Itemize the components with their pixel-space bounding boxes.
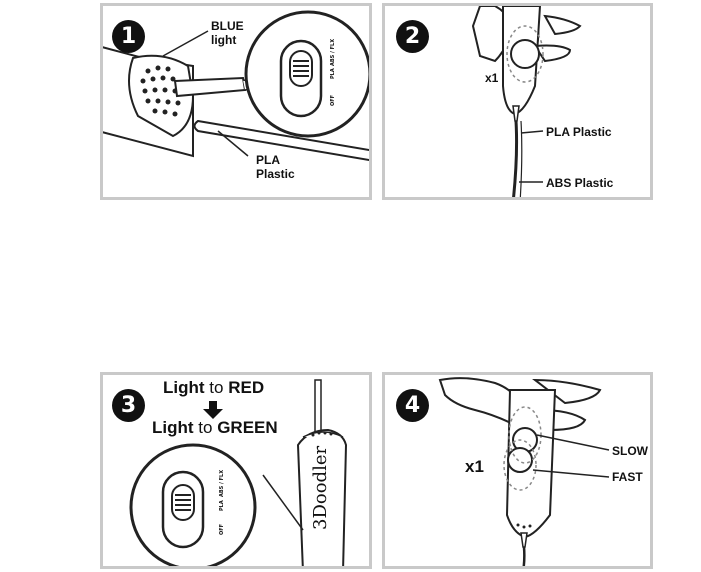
light-to-red-text: Light to RED (163, 378, 265, 397)
step-2-panel: 2 x1 PLA Plastic ABS Plastic (382, 3, 653, 200)
brand-logo: 3Doodler (310, 446, 331, 530)
step-4-panel: 4 x1 SLOW FAST (382, 372, 653, 569)
step-2-illustration (471, 6, 582, 197)
switch-abs-label: ABS / FLX (219, 470, 225, 497)
switch-abs-label: ABS / FLX (330, 39, 336, 66)
switch-off-label: OFF (330, 95, 336, 106)
switch-pla-label: PLA (219, 500, 225, 511)
pla-plastic-label: PLA Plastic (256, 153, 295, 181)
step-3-illustration: 3Doodler OFF PLA ABS / FLX (129, 379, 348, 566)
abs-plastic-label: ABS Plastic (546, 176, 614, 190)
step-number-1: 1 (112, 20, 145, 53)
step-number-4: 4 (396, 389, 429, 422)
step-number-3: 3 (112, 389, 145, 422)
step-1-panel: OFF PLA ABS / FLX 1 BLUE light PLA Plast… (100, 3, 372, 200)
count-x1-label: x1 (465, 457, 484, 476)
count-x1-label: x1 (485, 71, 499, 85)
step-number-2: 2 (396, 20, 429, 53)
switch-pla-label: PLA (330, 68, 336, 79)
light-to-green-text: Light to GREEN (152, 418, 278, 437)
step-3-panel: 3Doodler OFF PLA ABS / FLX 3 Light to RE… (100, 372, 372, 569)
step-4-illustration (438, 377, 610, 566)
switch-off-label: OFF (219, 524, 225, 535)
pla-plastic-label: PLA Plastic (546, 125, 612, 139)
blue-light-label: BLUE light (211, 19, 244, 47)
step-1-illustration: OFF PLA ABS / FLX (103, 10, 369, 161)
slow-label: SLOW (612, 444, 648, 458)
arrow-down-icon (203, 401, 223, 419)
fast-label: FAST (612, 470, 643, 484)
